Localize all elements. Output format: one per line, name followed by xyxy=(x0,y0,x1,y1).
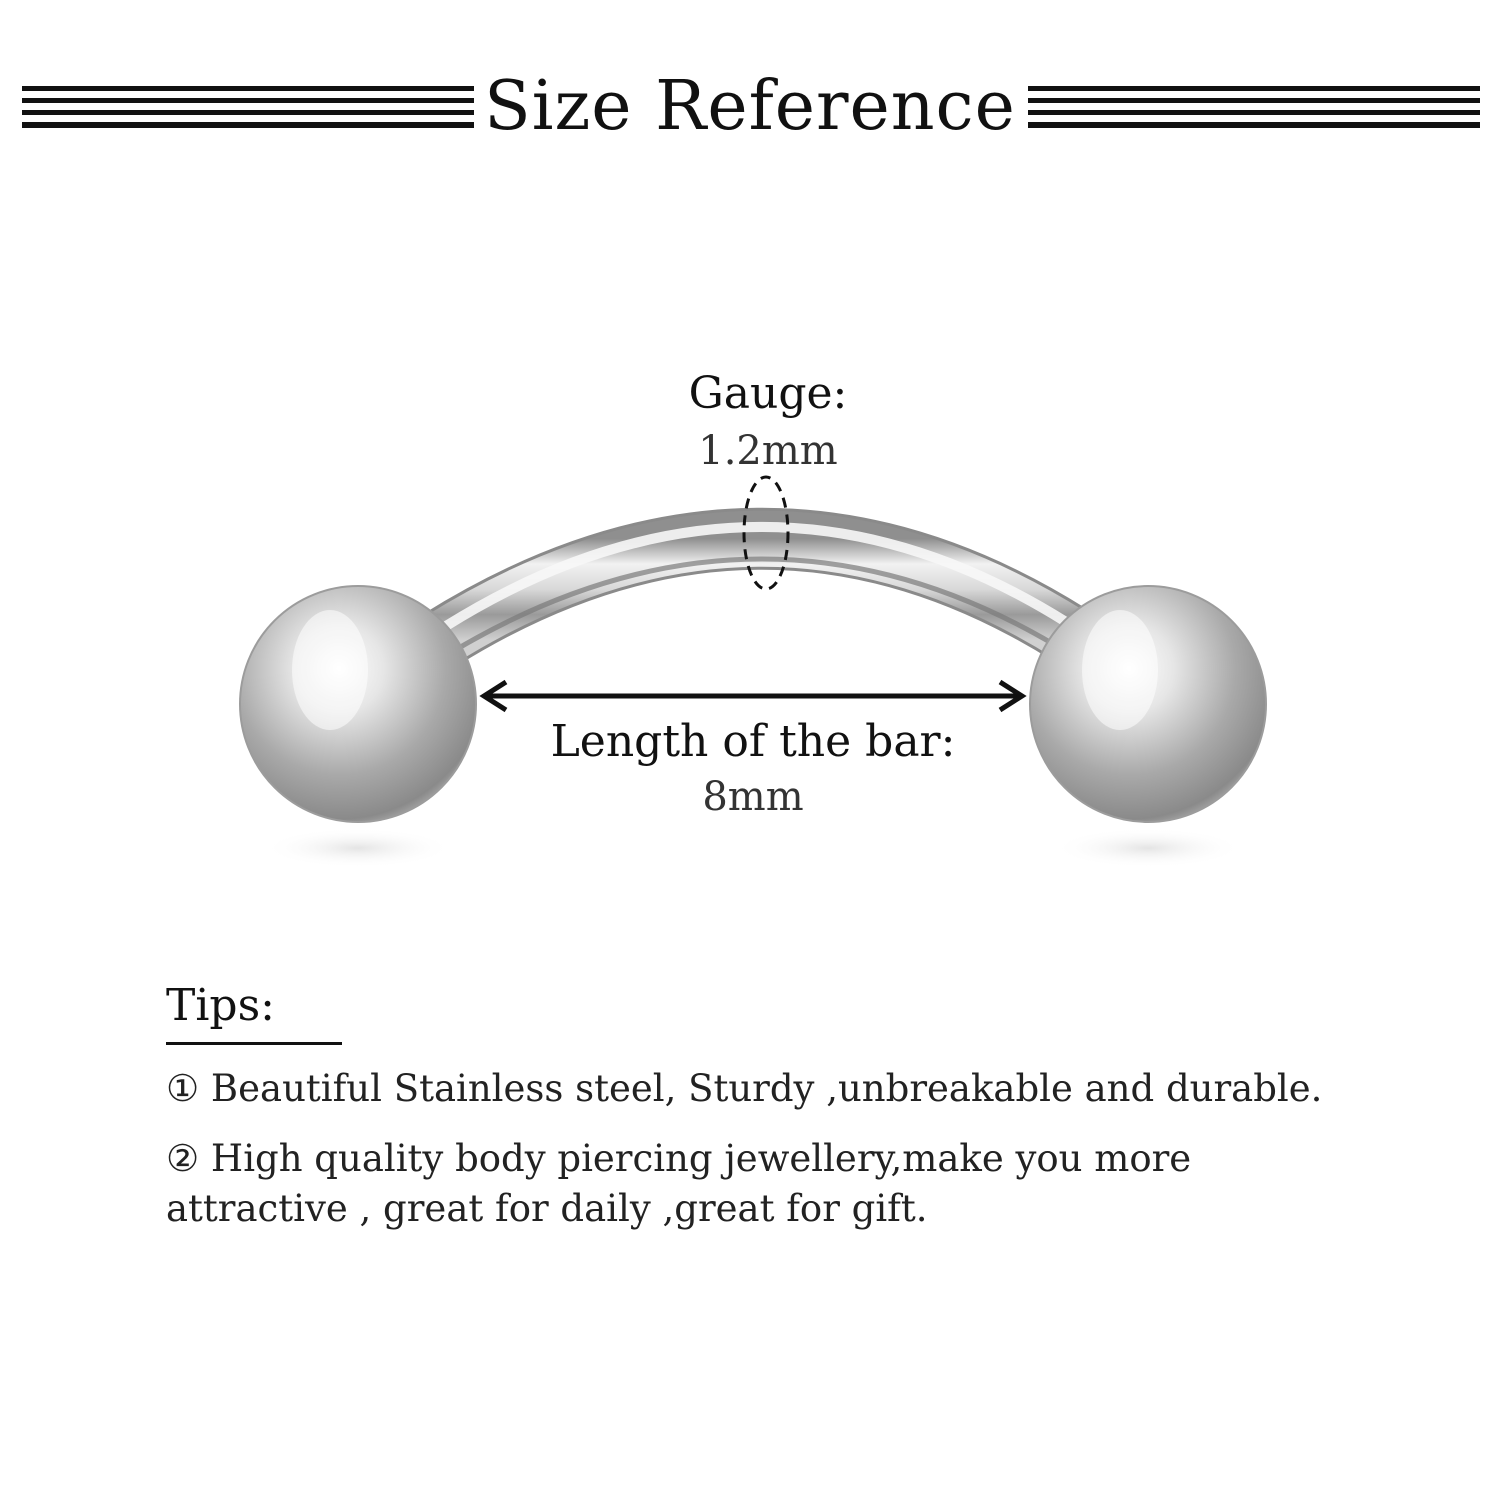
length-arrow xyxy=(479,679,1027,713)
tips-heading: Tips: xyxy=(166,980,275,1031)
tips-underline xyxy=(166,1042,342,1045)
gauge-label: Gauge: xyxy=(688,368,848,419)
gauge-value: 1.2mm xyxy=(698,428,838,474)
tip-item: ① Beautiful Stainless steel, Sturdy ,unb… xyxy=(166,1067,1323,1110)
length-label: Length of the bar: xyxy=(550,716,956,767)
tip-item: ② High quality body piercing jewellery,m… xyxy=(166,1137,1192,1230)
header-rule-right xyxy=(1028,86,1480,128)
left-ball-reflection xyxy=(263,828,453,868)
length-value: 8mm xyxy=(702,774,804,820)
header-rule-left xyxy=(22,86,474,128)
gauge-indicator xyxy=(742,475,790,591)
curved-barbell-image xyxy=(239,475,1267,868)
page-title: Size Reference xyxy=(484,67,1016,146)
right-ball-reflection xyxy=(1053,828,1243,868)
